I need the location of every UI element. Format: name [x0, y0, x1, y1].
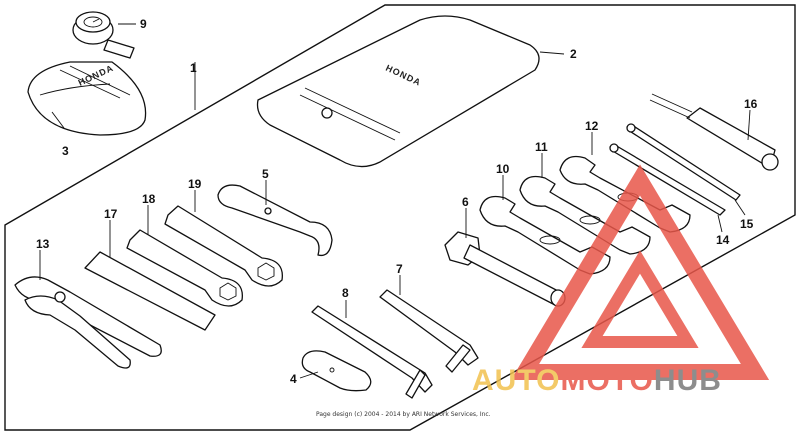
part-number-1: 1 [190, 61, 197, 75]
spacer-part [301, 350, 372, 392]
panel-outline [4, 4, 796, 431]
part-number-5: 5 [262, 167, 269, 181]
watermark-triangle [510, 164, 770, 380]
part-number-3: 3 [62, 144, 69, 158]
watermark-moto: MOTO [560, 364, 653, 397]
watermark-inner-triangle [581, 250, 699, 348]
leader-15 [734, 199, 746, 216]
tire-gauge-part [72, 11, 135, 59]
box-wrench-18-part [126, 229, 243, 307]
spark-plug-wrench-part [444, 231, 566, 307]
leader-3 [51, 111, 65, 129]
copyright-note: Page design (c) 2004 - 2014 by ARI Netwo… [316, 411, 491, 418]
watermark-text: AUTOMOTOHUB [472, 364, 722, 397]
part-number-12: 12 [585, 119, 599, 133]
flat-bar-part [84, 251, 216, 331]
tool-bag-part: HONDA [256, 15, 540, 168]
part-number-8: 8 [342, 286, 349, 300]
watermark-logo: AUTOMOTOHUB [472, 164, 770, 397]
part-number-4: 4 [290, 372, 297, 386]
wrench-10-part [479, 195, 611, 275]
part-number-17: 17 [104, 207, 118, 221]
leader-16 [747, 109, 751, 141]
part-number-18: 18 [142, 192, 156, 206]
hex-key-8-part [311, 305, 433, 399]
small-pouch-part: HONDA [27, 61, 147, 136]
leader-4 [299, 371, 319, 379]
screwdriver-shaft-part [609, 123, 741, 216]
watermark-auto: AUTO [472, 364, 560, 397]
part-number-9: 9 [140, 17, 147, 31]
part-number-7: 7 [396, 262, 403, 276]
pliers-part [14, 276, 162, 369]
hex-key-7-part [379, 289, 479, 373]
part-number-14: 14 [716, 233, 730, 247]
watermark-hub: HUB [654, 364, 722, 397]
part-number-15: 15 [740, 217, 754, 231]
part-number-13: 13 [36, 237, 50, 251]
part-number-11: 11 [535, 140, 548, 154]
part-number-2: 2 [570, 47, 577, 61]
wrench-11-part [519, 175, 651, 255]
part-number-6: 6 [462, 195, 469, 209]
pin-spanner-part [217, 184, 333, 257]
part-number-19: 19 [188, 177, 202, 191]
part-number-10: 10 [496, 162, 510, 176]
screwdriver-part [649, 93, 779, 171]
part-number-16: 16 [744, 97, 758, 111]
box-wrench-19-part [164, 205, 283, 287]
leader-14 [717, 214, 723, 233]
leader-2 [539, 51, 565, 55]
